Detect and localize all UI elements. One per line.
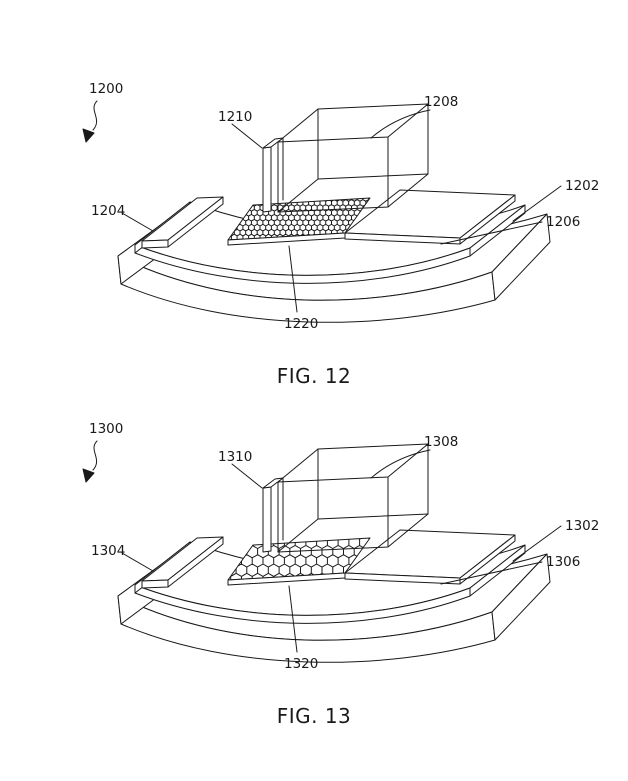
- figure-12-caption: FIG. 12: [276, 364, 352, 388]
- leader-lines: [82, 100, 562, 313]
- back-block-top-face: [277, 443, 429, 483]
- ref-label-base-layer: 1206: [546, 214, 580, 230]
- substrate-right-end-face: [491, 553, 551, 641]
- leader-mesh: [288, 585, 298, 653]
- back-block-vertical-edges: [277, 103, 429, 213]
- substrate-right-end-face: [491, 213, 551, 301]
- ref-label-assembly: 1300: [89, 421, 123, 437]
- figure-12-panel: 1200 1210 1208 1202 1206 1204 1220 FIG. …: [0, 60, 628, 388]
- leader-back-block: [370, 449, 431, 479]
- leader-left-strip: [121, 212, 154, 232]
- ref-label-back-block: 1208: [424, 94, 458, 110]
- squiggle-arrowhead: [82, 468, 95, 483]
- thin-strip-top-face: [262, 477, 284, 489]
- thin-strip-front-face: [262, 486, 272, 553]
- ref-label-base-layer: 1306: [546, 554, 580, 570]
- ref-label-thin-strip: 1310: [218, 449, 252, 465]
- back-block-top-face: [277, 103, 429, 143]
- leader-thin-strip: [231, 463, 263, 489]
- right-panel-end-face: [459, 194, 516, 245]
- left-strip-front-face: [141, 579, 169, 589]
- left-strip-side-face: [167, 196, 224, 248]
- ref-label-substrate: 1202: [565, 178, 599, 194]
- figure-13-drawing: 1300 1310 1308 1302 1306 1304 1320: [82, 421, 599, 672]
- leader-base-layer: [440, 561, 543, 585]
- ref-label-assembly: 1200: [89, 81, 123, 97]
- mesh-panel-front-face: [227, 572, 346, 586]
- left-strip-side-face: [167, 536, 224, 588]
- leader-substrate: [512, 185, 562, 222]
- leader-mesh: [288, 245, 298, 313]
- ref-label-left-strip: 1304: [91, 543, 125, 559]
- thin-strip-front-face: [262, 146, 272, 213]
- leader-lines: [82, 440, 562, 653]
- leader-left-strip: [121, 552, 154, 572]
- leader-back-block: [370, 109, 431, 139]
- squiggle-arrow-shaft: [92, 440, 98, 471]
- leader-substrate: [512, 525, 562, 562]
- back-block-wireframe: [277, 103, 429, 213]
- squiggle-arrow-shaft: [92, 100, 98, 131]
- left-strip-front-face: [141, 239, 169, 249]
- figure-13-caption: FIG. 13: [276, 704, 352, 728]
- leader-base-layer: [440, 221, 543, 245]
- back-block-wireframe: [277, 443, 429, 553]
- back-block-vertical-edges: [277, 443, 429, 553]
- base-layer-right-end-face: [469, 544, 526, 597]
- ref-label-thin-strip: 1210: [218, 109, 252, 125]
- figure-12-drawing: 1200 1210 1208 1202 1206 1204 1220: [82, 81, 599, 332]
- ref-label-mesh: 1220: [284, 316, 318, 332]
- thin-strip-top-face: [262, 137, 284, 149]
- figure-13-panel: 1300 1310 1308 1302 1306 1304 1320 FIG. …: [0, 400, 628, 728]
- ref-label-back-block: 1308: [424, 434, 458, 450]
- ref-label-left-strip: 1204: [91, 203, 125, 219]
- ref-label-substrate: 1302: [565, 518, 599, 534]
- squiggle-arrowhead: [82, 128, 95, 143]
- leader-thin-strip: [231, 123, 263, 149]
- right-panel-end-face: [459, 534, 516, 585]
- ref-label-mesh: 1320: [284, 656, 318, 672]
- base-layer-right-end-face: [469, 204, 526, 257]
